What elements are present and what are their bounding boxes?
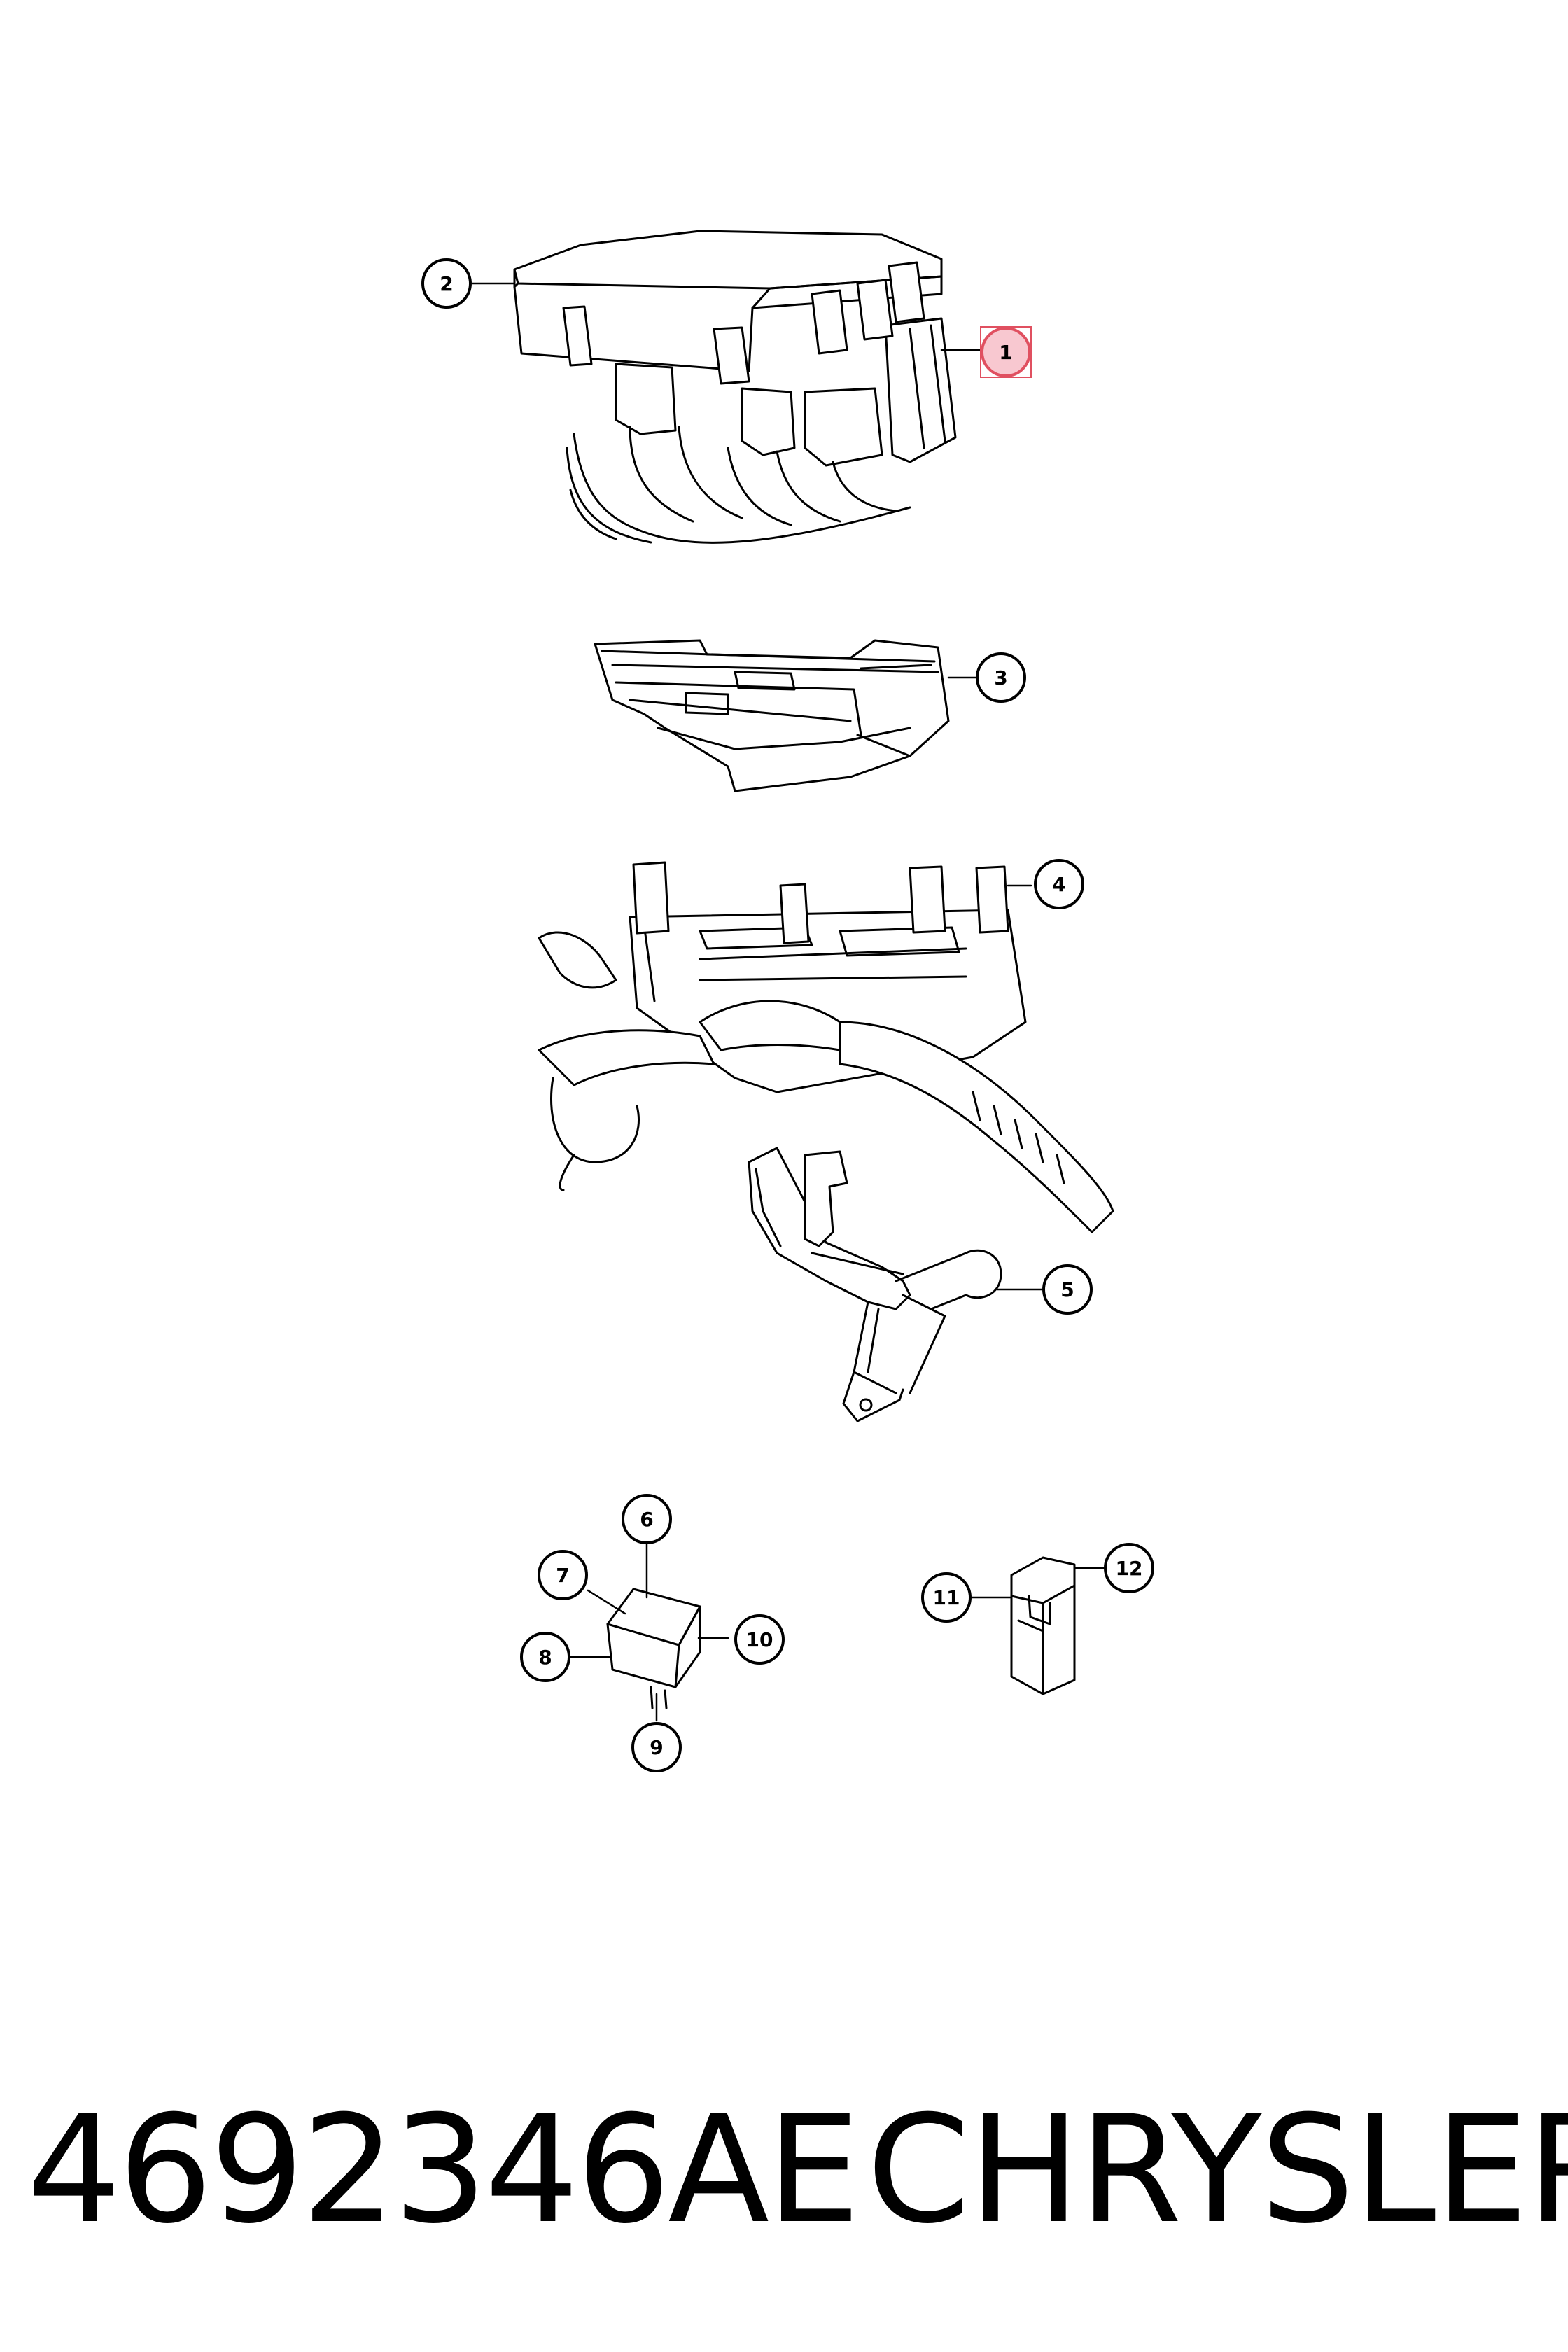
leader-lines <box>471 282 1107 1722</box>
callout-circle <box>981 327 1031 377</box>
footer: 4692346AE CHRYSLER <box>0 2065 1568 2275</box>
wiring-harness <box>538 861 1114 1233</box>
callout-label: 7 <box>556 1564 569 1587</box>
part-number: 4692346AE <box>27 2083 860 2256</box>
callout-circle <box>622 1494 672 1544</box>
brand-name: CHRYSLER <box>867 2083 1568 2256</box>
callout-circle <box>538 1550 588 1600</box>
callout-circle <box>421 258 472 309</box>
relay <box>606 1588 701 1709</box>
callout-5: 5 <box>1042 1264 1093 1315</box>
callout-circle <box>976 652 1026 703</box>
power-distribution-center <box>513 230 957 544</box>
callout-circle <box>631 1722 682 1772</box>
callout-circle <box>1034 859 1084 909</box>
callout-circle <box>921 1572 972 1623</box>
callout-2: 2 <box>421 258 472 309</box>
callout-label: 9 <box>650 1736 663 1759</box>
callout-label: 1 <box>999 341 1012 364</box>
callout-label: 8 <box>538 1646 552 1669</box>
callout-1: 1 <box>980 326 1032 378</box>
callout-3: 3 <box>976 652 1026 703</box>
callout-circle <box>1104 1543 1154 1593</box>
callout-label: 2 <box>440 272 453 295</box>
callout-11: 11 <box>921 1572 972 1623</box>
callout-label: 6 <box>640 1508 653 1531</box>
callout-10: 10 <box>734 1614 785 1665</box>
fuse <box>1010 1556 1076 1695</box>
mounting-bracket <box>748 1147 1002 1422</box>
callout-circle <box>520 1632 570 1682</box>
callout-8: 8 <box>520 1632 570 1682</box>
callout-label: 12 <box>1116 1557 1143 1580</box>
callout-circle <box>1042 1264 1093 1315</box>
callout-4: 4 <box>1034 859 1084 909</box>
callout-label: 4 <box>1052 873 1065 896</box>
callout-circle <box>734 1614 785 1665</box>
callout-label: 10 <box>746 1628 774 1651</box>
callout-12: 12 <box>1104 1543 1154 1593</box>
cover-tray <box>594 639 950 792</box>
callout-7: 7 <box>538 1550 588 1600</box>
callout-label: 3 <box>994 666 1007 690</box>
callout-label: 11 <box>933 1586 960 1609</box>
callout-9: 9 <box>631 1722 682 1772</box>
callout-6: 6 <box>622 1494 672 1544</box>
callout-label: 5 <box>1060 1278 1074 1301</box>
